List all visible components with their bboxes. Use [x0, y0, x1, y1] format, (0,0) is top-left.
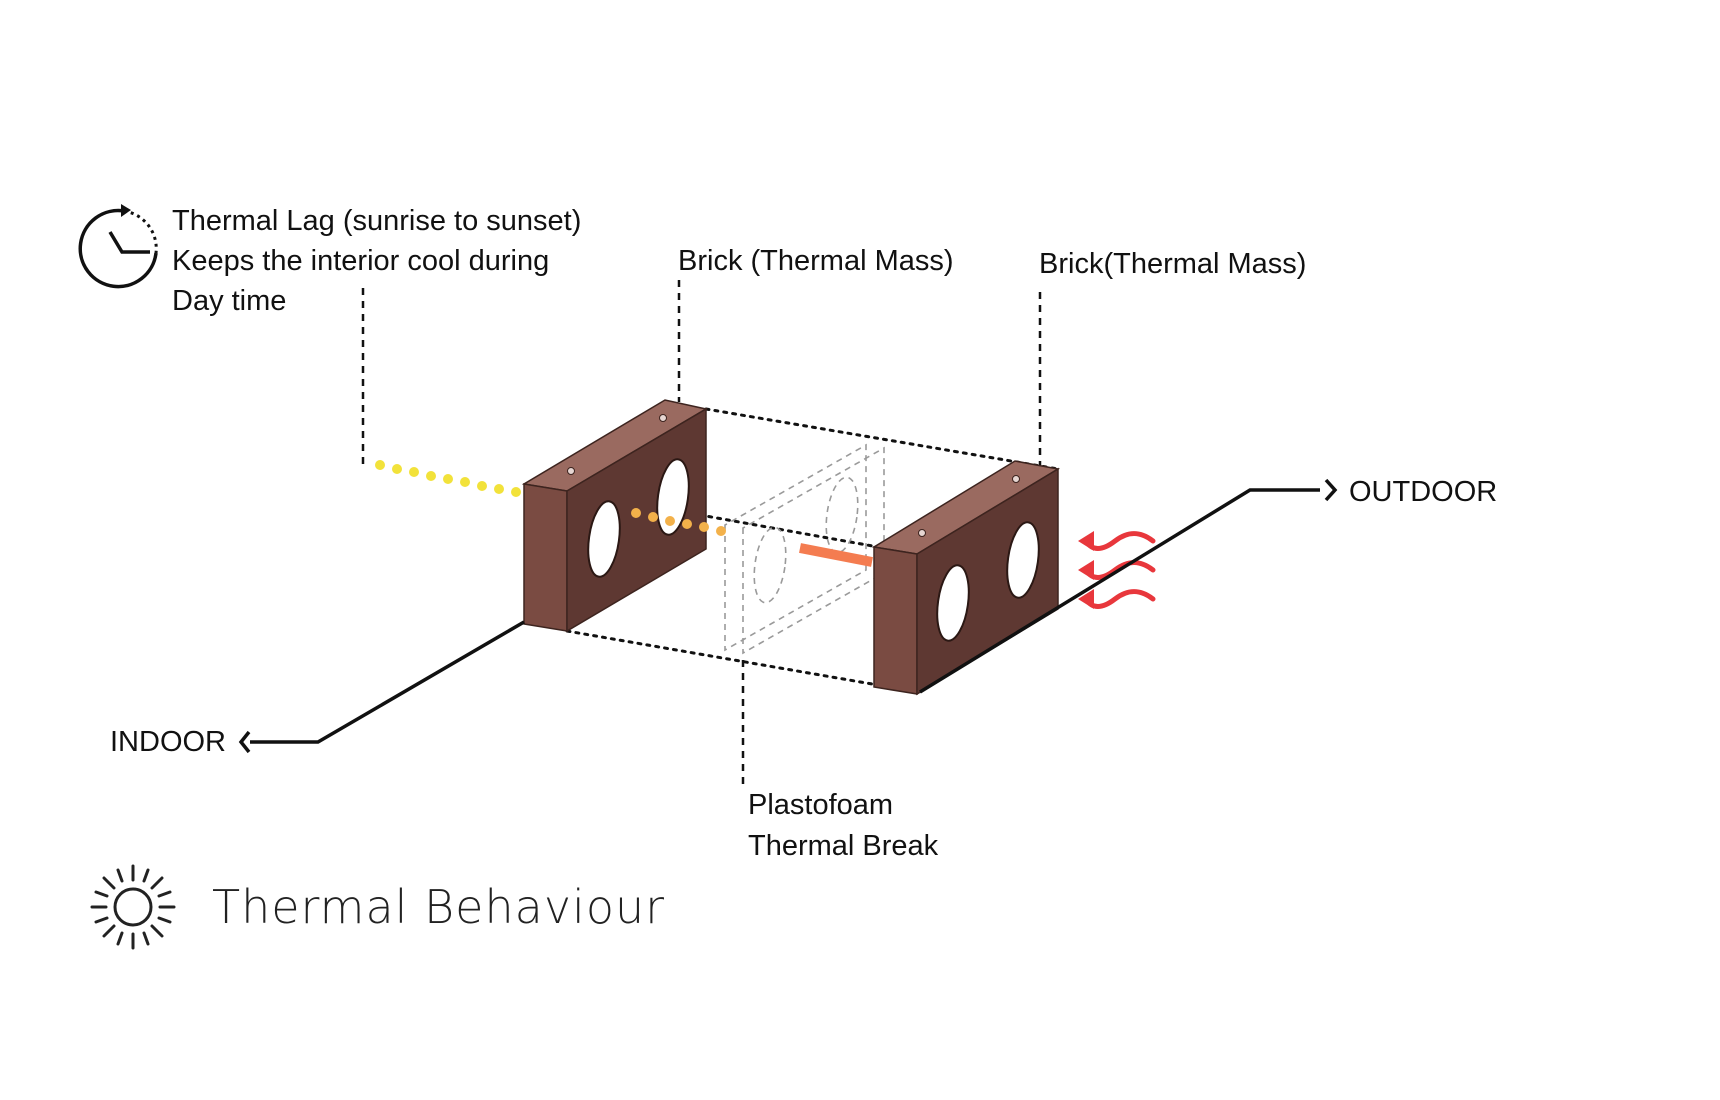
indoor-axis	[238, 620, 525, 754]
brick-inner	[521, 399, 709, 633]
indoor-label: INDOOR	[110, 726, 226, 758]
brick-outer-label: Brick(Thermal Mass)	[1039, 248, 1306, 280]
foam-label-line1: Plastofoam	[748, 789, 893, 821]
heat-flow-bar	[799, 543, 873, 567]
assembly-outline	[565, 407, 1060, 686]
brick-inner-label: Brick (Thermal Mass)	[678, 245, 954, 277]
brick-outer	[871, 460, 1061, 696]
outdoor-axis	[919, 478, 1338, 694]
outdoor-label: OUTDOOR	[1349, 476, 1497, 508]
thermal-lag-desc-line2: Day time	[172, 285, 286, 317]
clock-icon	[78, 204, 158, 289]
thermal-lag-desc-line1: Keeps the interior cool during	[172, 245, 549, 277]
heat-waves-icon	[1078, 531, 1156, 609]
diagram-title: Thermal Behaviour	[212, 880, 665, 934]
thermal-lag-title: Thermal Lag (sunrise to sunset)	[172, 205, 581, 237]
foam-label-line2: Thermal Break	[748, 830, 939, 862]
sun-icon	[90, 864, 176, 950]
warm-heat-dots	[631, 508, 726, 536]
sun-heat-dots	[375, 460, 521, 497]
